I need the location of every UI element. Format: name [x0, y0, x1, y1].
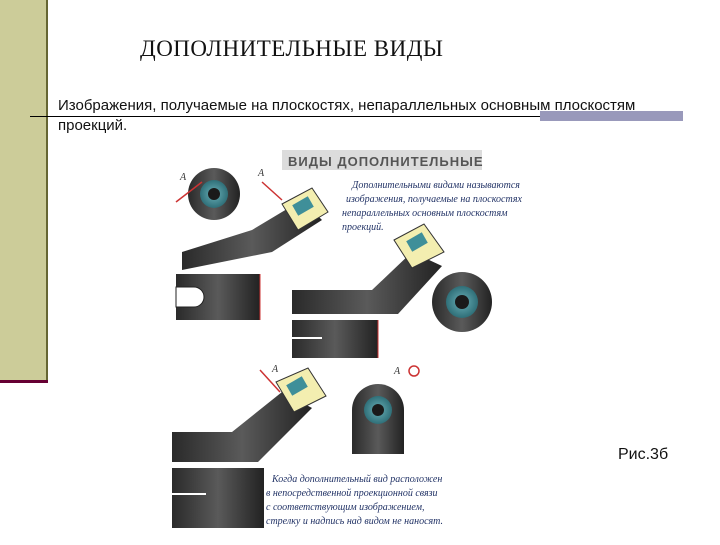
figure-drawing: ВИДЫ ДОПОЛНИТЕЛЬНЫЕ Дополнительными вида… [162, 142, 554, 540]
direction-arrow [175, 181, 203, 203]
view-letter: А [271, 364, 279, 375]
arm-body [172, 392, 312, 462]
arm-body [182, 200, 322, 270]
part-view-1: А А [175, 168, 329, 320]
rule-accent-block [540, 111, 683, 121]
definition-line: изображения, получаемые на плоскостях [346, 194, 522, 205]
definition-line: проекций. [342, 222, 384, 233]
view-letter: А [179, 172, 187, 183]
note-line: в непосредственной проекционной связи [266, 488, 438, 499]
arm-section-bore [292, 196, 314, 216]
view-letter: А [257, 168, 265, 179]
note-line: Когда дополнительный вид расположен [271, 474, 442, 485]
hub-hole [208, 188, 220, 200]
figure-additional-views: ВИДЫ ДОПОЛНИТЕЛЬНЫЕ Дополнительными вида… [162, 142, 554, 540]
arm-section-bore [406, 232, 428, 252]
arm-section-bore [286, 376, 308, 396]
figure-heading-band [282, 150, 482, 170]
note-line: стрелку и надпись над видом не наносят. [266, 516, 443, 527]
direction-arrow [261, 181, 283, 201]
figure-caption: Рис.3б [618, 446, 669, 463]
part-view-3: А А [166, 364, 420, 528]
front-view-block [172, 468, 264, 528]
sidebar-panel [0, 0, 46, 382]
rotation-sign-icon [408, 365, 420, 377]
hub-hole [372, 404, 384, 416]
title-rule [30, 116, 540, 117]
figure-heading: ВИДЫ ДОПОЛНИТЕЛЬНЫЕ [288, 154, 484, 169]
note-line: с соответствующим изображением, [266, 502, 424, 513]
definition-line: Дополнительными видами называются [351, 180, 520, 191]
sidebar-bottom-bar [0, 380, 48, 383]
definition-line: непараллельных основным плоскостям [342, 208, 508, 219]
slide-title: ДОПОЛНИТЕЛЬНЫЕ ВИДЫ [140, 36, 444, 61]
slide-subtitle: Изображения, получаемые на плоскостях, н… [58, 97, 636, 134]
sidebar-edge [46, 0, 48, 382]
view-letter-rotated: А [393, 366, 401, 377]
direction-arrow [259, 369, 281, 393]
front-view-slot [175, 286, 205, 308]
hub-hole [455, 295, 469, 309]
arm-body [292, 252, 442, 314]
part-view-2 [282, 223, 492, 358]
